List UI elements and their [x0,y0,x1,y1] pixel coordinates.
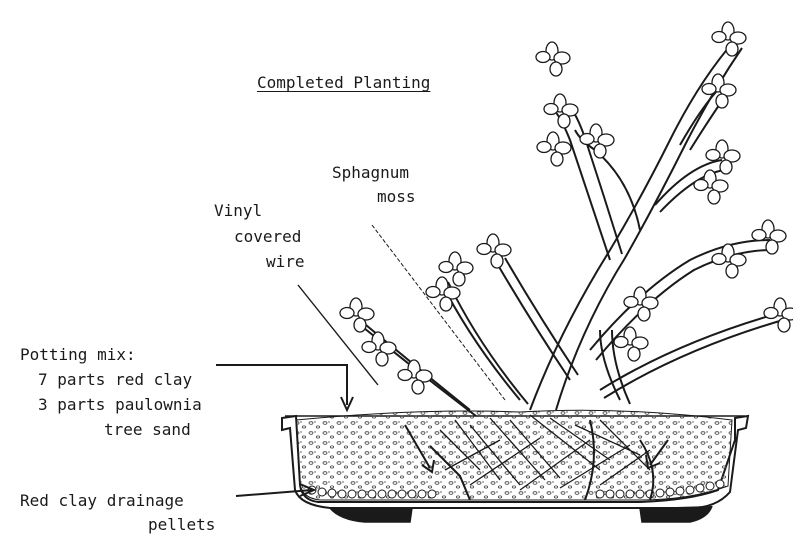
vinyl-wire-leader [298,285,378,385]
potting-mix-leader [216,365,347,405]
